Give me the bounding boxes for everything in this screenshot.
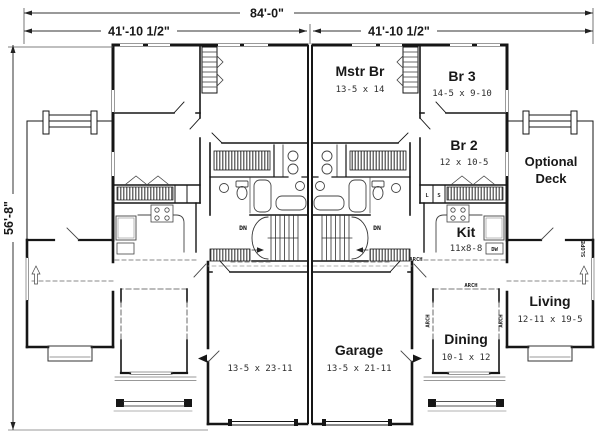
kitchen-size: 11x8-8	[450, 244, 483, 254]
arch-label-dining-right: ARCH	[499, 314, 505, 327]
garage-size: 13-5 x 21-11	[326, 364, 391, 374]
living-size: 12-11 x 19-5	[517, 315, 582, 325]
bedroom2-label: Br 2	[450, 137, 477, 153]
bedroom3-size: 14-5 x 9-10	[432, 89, 492, 99]
garage-label: Garage	[335, 342, 383, 358]
master-bedroom-size: 13-5 x 14	[336, 85, 385, 95]
optional-deck-label-line2: Deck	[535, 171, 567, 186]
slope-label: SLOPE	[581, 241, 587, 258]
bedroom2-size: 12 x 10-5	[440, 158, 489, 168]
party-wall	[307, 45, 313, 424]
linen-closet-label: L	[425, 193, 429, 199]
arch-label-hall: ARCH	[409, 257, 422, 263]
room-labels: Mstr Br 13-5 x 14 Br 3 14-5 x 9-10 Br 2 …	[227, 63, 582, 374]
dining-label: Dining	[444, 331, 488, 347]
master-bedroom-label: Mstr Br	[335, 63, 385, 79]
right-unit-width-dimension: 41'-10 1/2"	[368, 25, 430, 39]
down-stairs-label-right: DN	[373, 224, 381, 232]
bedroom3-label: Br 3	[448, 68, 475, 84]
dishwasher-label: DW	[491, 247, 498, 253]
living-label: Living	[529, 293, 570, 309]
arch-label-dining-top: ARCH	[464, 283, 477, 289]
annotation-labels: DN DN ARCH ARCH ARCH ARCH SLOPE DW L S	[239, 193, 587, 328]
dimension-lines	[6, 6, 594, 431]
dimension-texts: 84'-0" 41'-10 1/2" 41'-10 1/2" 56'-8"	[2, 7, 430, 235]
left-unit-width-dimension: 41'-10 1/2"	[108, 25, 170, 39]
dining-size: 10-1 x 12	[442, 353, 491, 363]
shelf-closet-label: S	[437, 193, 440, 199]
overall-width-dimension: 84'-0"	[250, 7, 284, 21]
optional-deck-label-line1: Optional	[525, 154, 578, 169]
kitchen-label: Kit	[457, 224, 476, 240]
overall-depth-dimension: 56'-8"	[2, 201, 16, 235]
left-garage-size: 13-5 x 23-11	[227, 364, 292, 374]
down-stairs-label-left: DN	[239, 224, 247, 232]
arch-label-dining-left: ARCH	[426, 314, 432, 327]
